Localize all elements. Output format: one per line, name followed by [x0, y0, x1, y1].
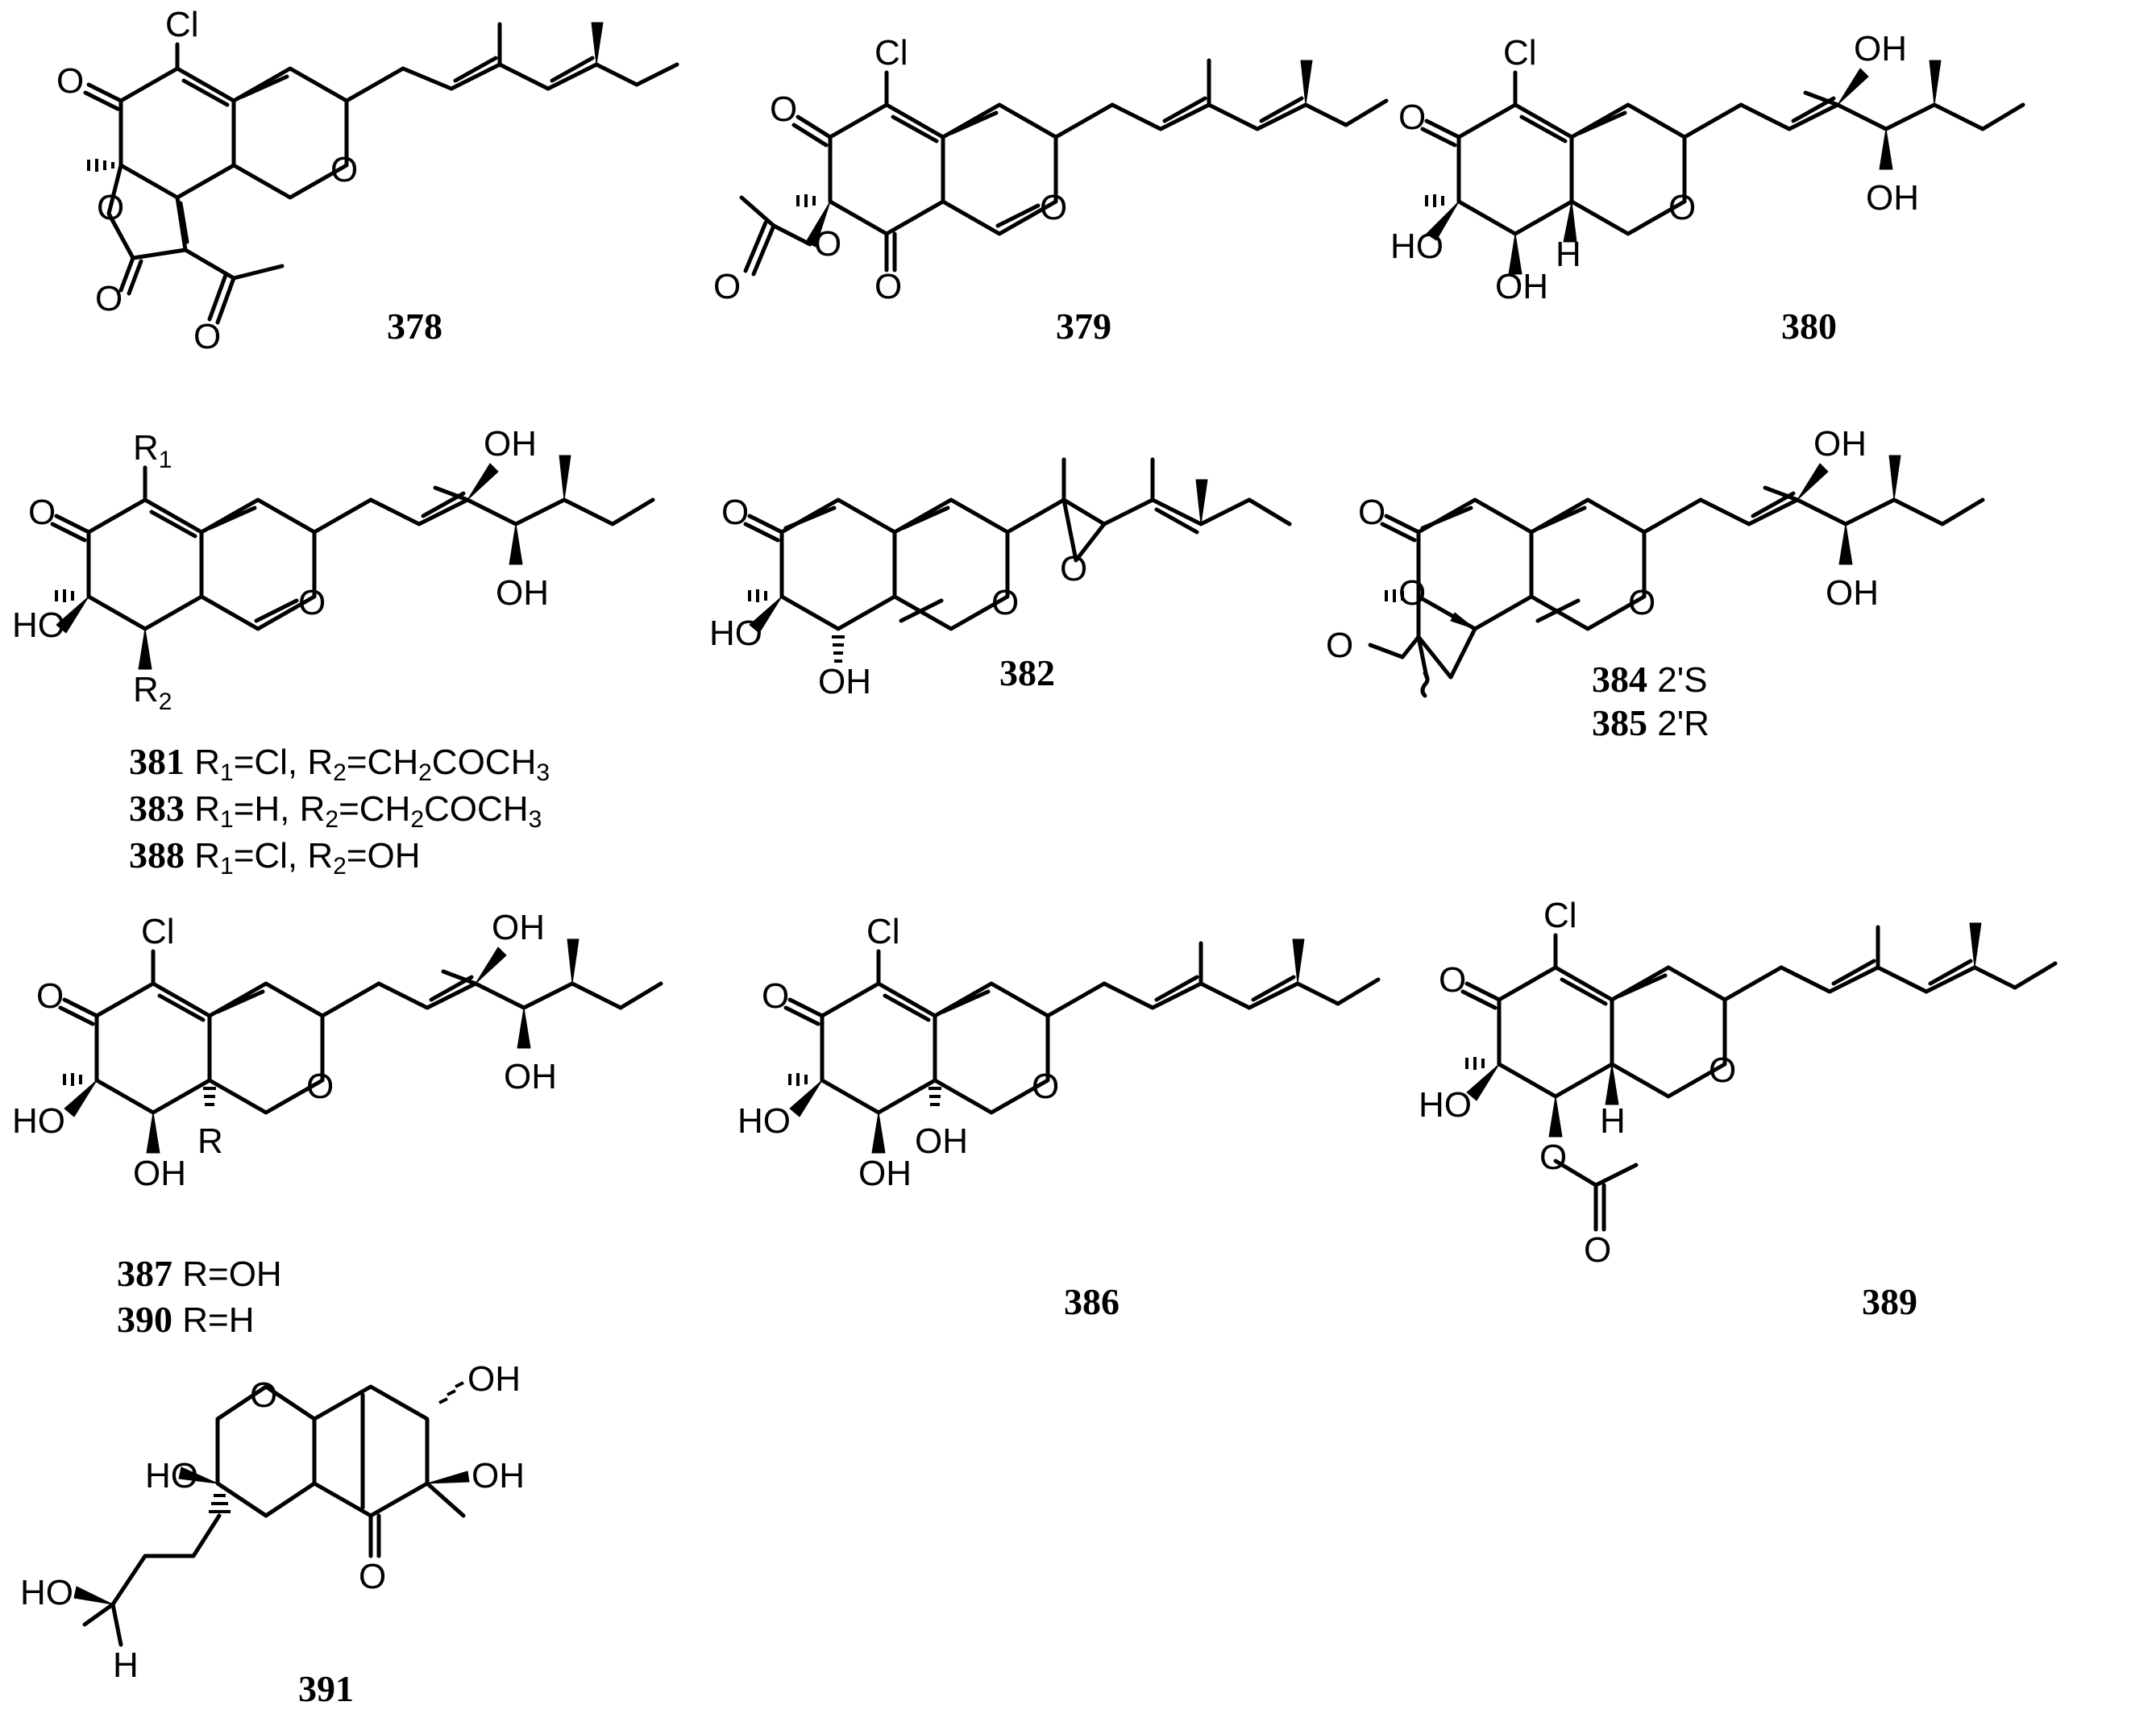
atom-h: H [1556, 235, 1581, 274]
atom-o: O [330, 150, 358, 189]
atom-o: O [97, 188, 124, 227]
atom-oh: OH [1854, 29, 1907, 69]
atom-oh: OH [818, 662, 871, 701]
atom-oh: OH [492, 908, 545, 947]
structure-378: Cl O O O O O 378 [56, 5, 679, 356]
compound-number: 391 [298, 1668, 354, 1709]
atom-r2: R2 [133, 670, 172, 715]
atom-o: O [1439, 960, 1466, 1000]
atom-oh: OH [1826, 573, 1879, 613]
atom-oh: OH [1866, 178, 1919, 218]
structure-379: Cl O O O O O 379 [713, 33, 1389, 347]
atom-cl: Cl [141, 912, 175, 951]
atom-ho: HO [1419, 1085, 1472, 1125]
atom-ho: HO [145, 1456, 198, 1496]
atom-o: O [1398, 573, 1426, 613]
structure-380: Cl O O HO OH H OH OH 380 [1390, 29, 2025, 347]
atom-oh: OH [1495, 267, 1548, 306]
caption-387: 387 R=OH [117, 1253, 282, 1294]
atom-o: O [1628, 583, 1655, 622]
atom-o: O [56, 61, 84, 101]
caption-381: 381 R1=Cl, R2=CH2COCH3 [129, 741, 550, 786]
atom-oh: OH [496, 573, 549, 613]
atom-ho: HO [737, 1101, 791, 1141]
atom-cl: Cl [1543, 896, 1577, 935]
atom-o: O [1358, 493, 1385, 532]
atom-o: O [991, 583, 1019, 622]
structure-391: O OH OH O HO HO H 391 [20, 1359, 525, 1709]
structure-384-385: O O O O OH OH 384 2'S 385 2'R [1326, 424, 1985, 743]
atom-o: O [359, 1557, 386, 1596]
atom-o: O [250, 1375, 277, 1415]
atom-o: O [874, 267, 902, 306]
atom-cl: Cl [874, 33, 908, 73]
atom-cl: Cl [1503, 33, 1537, 73]
compound-number: 389 [1862, 1281, 1917, 1322]
atom-ho: HO [12, 1101, 65, 1141]
atom-o: O [1398, 98, 1426, 137]
caption-383: 383 R1=H, R2=CH2COCH3 [129, 788, 542, 833]
atom-ho: HO [1390, 227, 1444, 266]
atom-h: H [1600, 1101, 1626, 1141]
atom-o: O [306, 1067, 334, 1106]
atom-o: O [298, 583, 326, 622]
atom-o: O [1584, 1230, 1611, 1270]
atom-o: O [1539, 1138, 1567, 1177]
atom-oh: OH [133, 1154, 186, 1193]
atom-oh: OH [504, 1057, 557, 1096]
atom-oh: OH [484, 424, 537, 464]
atom-o: O [713, 267, 741, 306]
compound-number: 380 [1781, 306, 1837, 347]
atom-r1: R1 [133, 428, 172, 473]
caption-384: 384 2'S [1592, 659, 1707, 700]
atom-oh: OH [858, 1154, 912, 1193]
atom-o: O [1040, 188, 1067, 227]
atom-ho: HO [20, 1573, 73, 1612]
structure-389: Cl O O HO H O O 389 [1419, 896, 2058, 1322]
compound-number: 378 [387, 306, 442, 347]
caption-390: 390 R=H [117, 1299, 254, 1340]
atom-o: O [36, 976, 64, 1016]
atom-oh: OH [1813, 424, 1867, 464]
compound-number: 379 [1056, 306, 1111, 347]
atom-o: O [721, 493, 749, 532]
structure-386: Cl O O HO OH OH 386 [737, 912, 1381, 1322]
atom-ho: HO [12, 605, 65, 645]
atom-o: O [1668, 188, 1696, 227]
atom-cl: Cl [165, 5, 199, 44]
atom-r: R [197, 1121, 223, 1161]
compound-number: 382 [999, 652, 1055, 693]
atom-o: O [762, 976, 789, 1016]
atom-o: O [770, 89, 797, 129]
caption-385: 385 2'R [1592, 702, 1709, 743]
atom-o: O [1326, 626, 1353, 665]
atom-o: O [193, 317, 221, 356]
structure-382: O O O HO OH 382 [709, 457, 1292, 701]
structure-387-390: Cl O O HO OH R OH OH 387 R=OH 390 R=H [12, 908, 663, 1340]
atom-oh: OH [915, 1121, 968, 1161]
atom-oh: OH [467, 1359, 521, 1399]
caption-388: 388 R1=Cl, R2=OH [129, 834, 421, 880]
atom-o: O [1032, 1067, 1059, 1106]
structure-381-383-388: R1 O O HO R2 OH OH 381 R1=Cl, R2=CH2COCH… [12, 424, 655, 880]
atom-cl: Cl [866, 912, 900, 951]
atom-o: O [1060, 549, 1087, 589]
compound-number: 386 [1064, 1281, 1120, 1322]
atom-o: O [28, 493, 56, 532]
atom-ho: HO [709, 614, 762, 653]
atom-h: H [113, 1645, 139, 1685]
atom-o: O [814, 224, 841, 264]
atom-o: O [95, 279, 123, 318]
atom-o: O [1709, 1050, 1736, 1090]
atom-oh: OH [471, 1456, 525, 1496]
